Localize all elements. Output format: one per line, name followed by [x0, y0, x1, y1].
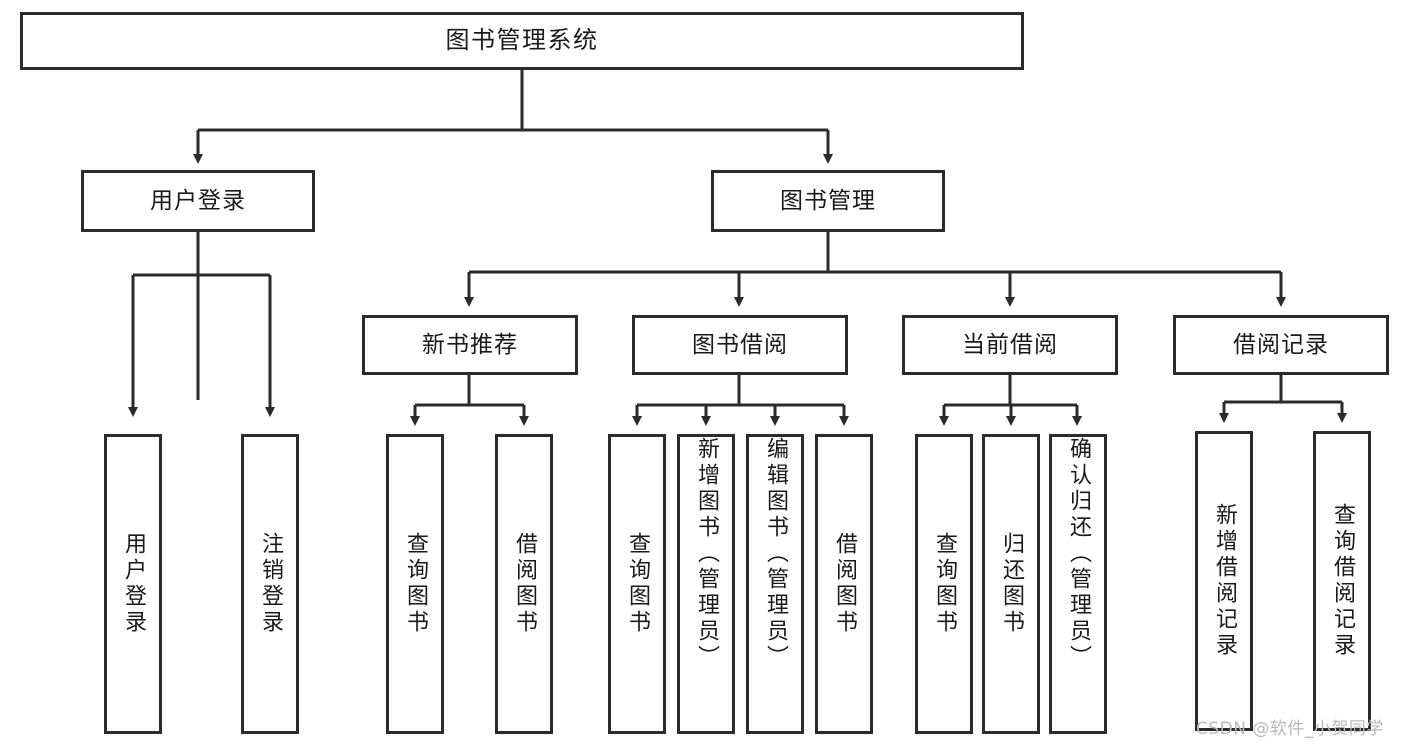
- node-label: 查询图书: [932, 532, 957, 636]
- node-leaf-user-login[interactable]: 用户登录: [104, 434, 162, 734]
- node-leaf-borrow-book-2[interactable]: 借阅图书: [815, 434, 873, 734]
- node-label: 借阅图书: [512, 532, 537, 636]
- node-user-login[interactable]: 用户登录: [81, 170, 315, 232]
- node-label: 借阅图书: [832, 532, 857, 636]
- node-label: 注销登录: [258, 532, 283, 636]
- node-leaf-query-book-3[interactable]: 查询图书: [915, 434, 973, 734]
- node-label: 确认归还（管理员）: [1066, 437, 1091, 671]
- node-label: 借阅记录: [1233, 331, 1329, 358]
- node-leaf-borrow-book-1[interactable]: 借阅图书: [495, 434, 553, 734]
- node-label: 归还图书: [999, 532, 1024, 636]
- node-leaf-query-book-2[interactable]: 查询图书: [608, 434, 666, 734]
- node-label: 查询图书: [625, 532, 650, 636]
- node-label: 用户登录: [150, 187, 246, 214]
- node-leaf-return-book[interactable]: 归还图书: [982, 434, 1040, 734]
- node-label: 图书管理系统: [445, 26, 599, 55]
- node-leaf-edit-book[interactable]: 编辑图书（管理员）: [746, 434, 804, 734]
- node-current-borrow[interactable]: 当前借阅: [902, 315, 1118, 375]
- node-leaf-query-book-1[interactable]: 查询图书: [386, 434, 444, 734]
- node-leaf-query-record[interactable]: 查询借阅记录: [1313, 431, 1371, 731]
- node-label: 查询借阅记录: [1330, 503, 1355, 659]
- node-leaf-confirm-return[interactable]: 确认归还（管理员）: [1049, 434, 1107, 734]
- node-label: 当前借阅: [962, 331, 1058, 358]
- node-book-management[interactable]: 图书管理: [711, 170, 945, 232]
- node-label: 新增借阅记录: [1212, 503, 1237, 659]
- node-label: 图书管理: [780, 187, 876, 214]
- csdn-watermark: CSDN @软件_小贺同学: [1196, 719, 1384, 739]
- node-borrow-record[interactable]: 借阅记录: [1173, 315, 1389, 375]
- node-label: 新增图书（管理员）: [694, 437, 719, 671]
- node-book-borrow[interactable]: 图书借阅: [632, 315, 848, 375]
- node-leaf-user-logout[interactable]: 注销登录: [241, 434, 299, 734]
- node-label: 新书推荐: [422, 331, 518, 358]
- node-leaf-add-book[interactable]: 新增图书（管理员）: [677, 434, 735, 734]
- node-new-book-recommend[interactable]: 新书推荐: [362, 315, 578, 375]
- node-label: 图书借阅: [692, 331, 788, 358]
- node-label: 用户登录: [121, 532, 146, 636]
- node-label: 查询图书: [403, 532, 428, 636]
- node-leaf-add-record[interactable]: 新增借阅记录: [1195, 431, 1253, 731]
- node-label: 编辑图书（管理员）: [763, 437, 788, 671]
- node-root-book-management-system[interactable]: 图书管理系统: [20, 12, 1024, 70]
